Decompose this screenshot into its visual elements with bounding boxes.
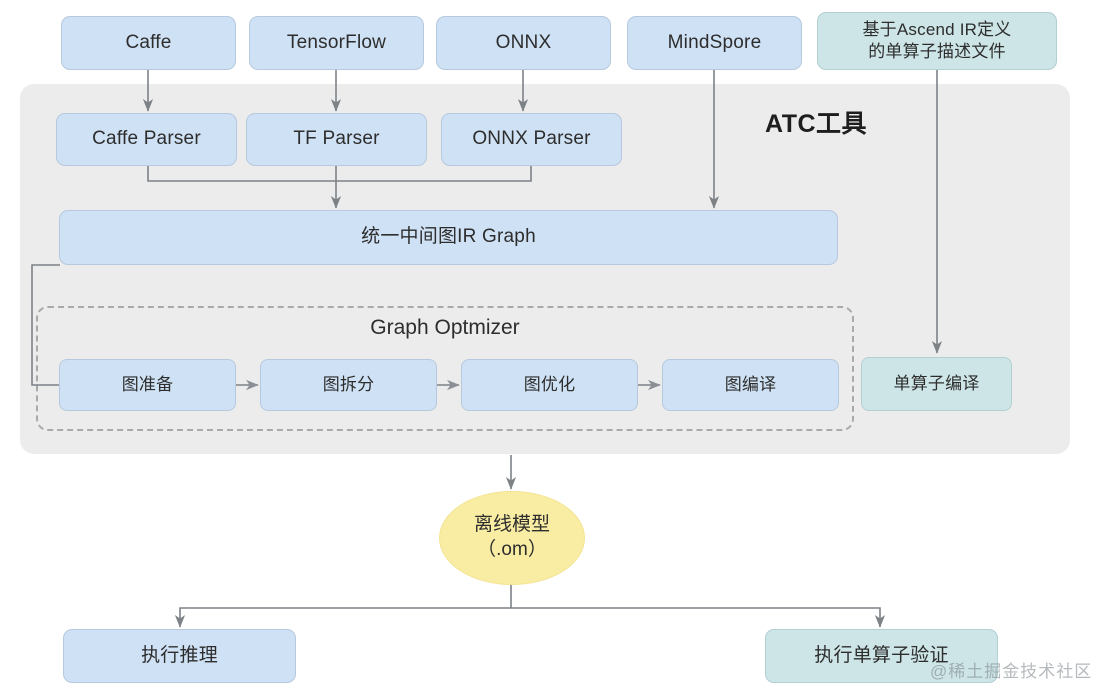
- node-ir-graph[interactable]: 统一中间图IR Graph: [59, 210, 838, 265]
- node-graph-prepare[interactable]: 图准备: [59, 359, 236, 411]
- node-caffe[interactable]: Caffe: [61, 16, 236, 70]
- offline-model-line1: 离线模型: [473, 514, 550, 536]
- node-mindspore[interactable]: MindSpore: [627, 16, 802, 70]
- node-graph-compile[interactable]: 图编译: [662, 359, 839, 411]
- node-ascend-ir-file[interactable]: 基于Ascend IR定义 的单算子描述文件: [817, 12, 1057, 70]
- node-onnx-parser[interactable]: ONNX Parser: [441, 113, 622, 166]
- node-offline-model[interactable]: 离线模型 （.om）: [439, 491, 585, 585]
- graph-optimizer-title: Graph Optmizer: [370, 316, 520, 339]
- node-tensorflow[interactable]: TensorFlow: [249, 16, 424, 70]
- node-single-op-compile[interactable]: 单算子编译: [861, 357, 1012, 411]
- node-tf-parser[interactable]: TF Parser: [246, 113, 427, 166]
- node-graph-split[interactable]: 图拆分: [260, 359, 437, 411]
- atc-tool-title: ATC工具: [765, 110, 868, 138]
- node-run-inference[interactable]: 执行推理: [63, 629, 296, 683]
- offline-model-line2: （.om）: [477, 539, 547, 560]
- node-caffe-parser[interactable]: Caffe Parser: [56, 113, 237, 166]
- node-run-single-op-verify[interactable]: 执行单算子验证: [765, 629, 998, 683]
- node-graph-optimize[interactable]: 图优化: [461, 359, 638, 411]
- node-onnx[interactable]: ONNX: [436, 16, 611, 70]
